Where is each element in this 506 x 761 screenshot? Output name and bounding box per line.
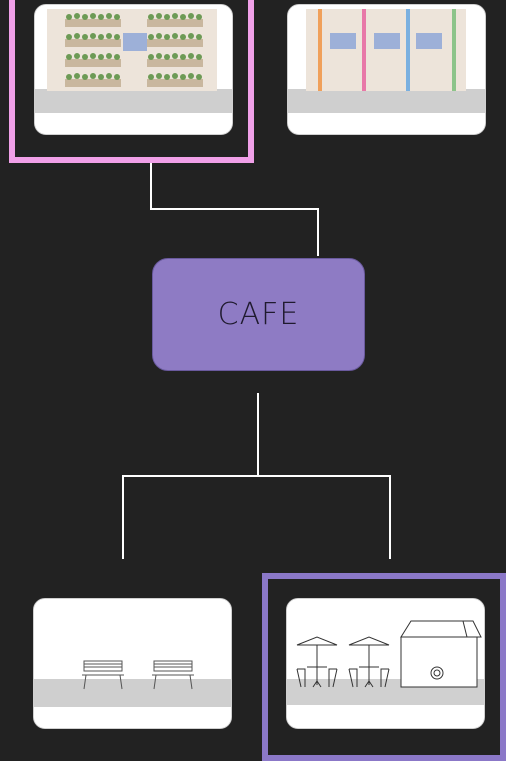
card-planter-wall[interactable]: [34, 4, 233, 135]
bench-icon: [82, 660, 124, 690]
connector-line: [257, 393, 259, 476]
cafe-node[interactable]: CAFE: [152, 258, 365, 371]
connector-line: [122, 475, 391, 477]
selection-frame-purple: [262, 573, 506, 761]
card-benches[interactable]: [33, 598, 232, 729]
cafe-node-label: CAFE: [217, 297, 300, 332]
connector-line: [317, 208, 319, 256]
cafe-tables-kiosk-illustration: [287, 599, 484, 728]
connector-line: [122, 475, 124, 559]
selection-frame-pink: [9, 0, 254, 163]
umbrella-table-icon: [348, 636, 390, 688]
connector-line: [150, 208, 319, 210]
connector-line: [150, 163, 152, 210]
card-striped-facade[interactable]: [287, 4, 486, 135]
connector-line: [389, 475, 391, 559]
striped-facade-illustration: [288, 5, 485, 134]
card-cafe-tables-kiosk[interactable]: [286, 598, 485, 729]
umbrella-table-icon: [296, 636, 338, 688]
benches-illustration: [34, 599, 231, 728]
planter-wall-illustration: [35, 5, 232, 134]
kiosk-icon: [400, 620, 482, 688]
bench-icon: [152, 660, 194, 690]
